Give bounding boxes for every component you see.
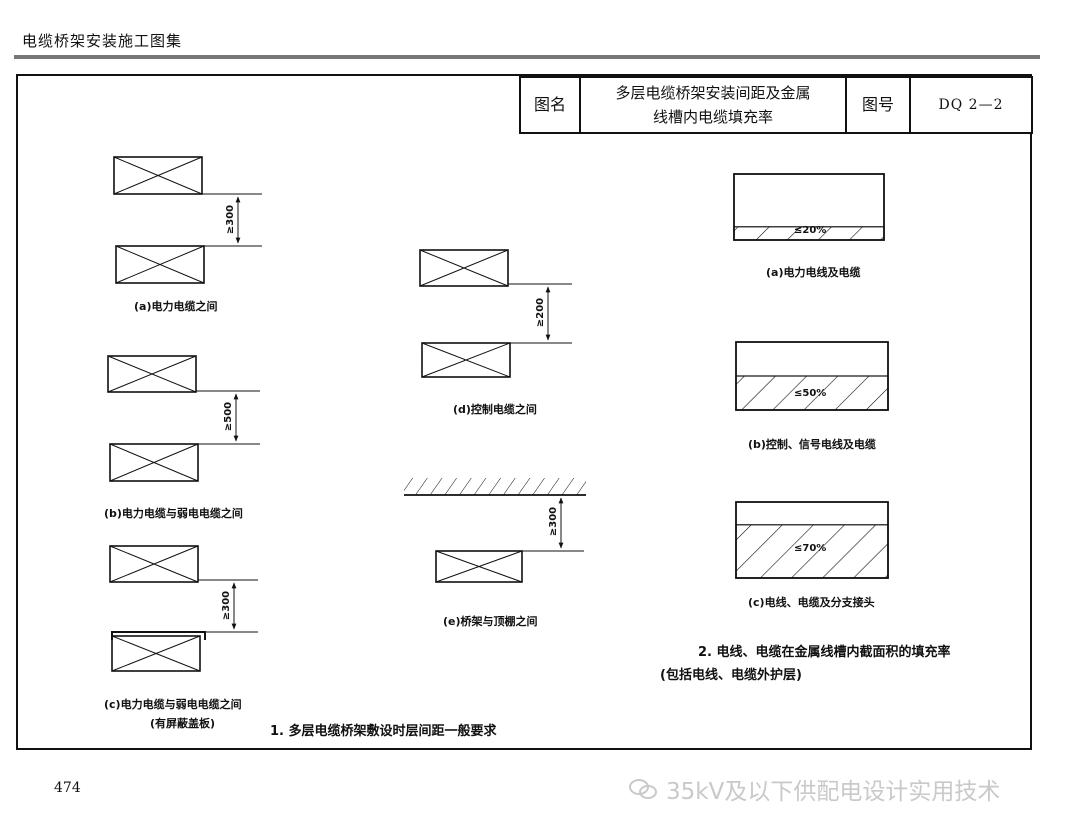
header-rule xyxy=(14,55,1040,59)
section1-heading: 1. 多层电缆桥架敷设时层间距一般要求 xyxy=(270,724,497,739)
fill-level-a xyxy=(733,226,885,241)
fill-level-b xyxy=(735,375,889,411)
caption-b: (b)电力电缆与弱电电缆之间 xyxy=(104,507,243,520)
drawing-name-line1: 多层电缆桥架安装间距及金属 xyxy=(615,84,811,102)
fill-caption-b: (b)控制、信号电线及电缆 xyxy=(748,438,876,451)
wechat-icon xyxy=(629,779,657,799)
drawing-code-label: 图号 xyxy=(847,78,911,132)
dim-c: ≥300 xyxy=(221,590,233,621)
drawing-name-line2: 线槽内电缆填充率 xyxy=(652,108,773,126)
fill-caption-c: (c)电线、电缆及分支接头 xyxy=(748,596,875,609)
diagram-b-spacing xyxy=(107,355,260,482)
diagram-c-spacing xyxy=(109,545,258,672)
dim-e: ≥300 xyxy=(548,506,560,537)
fill-caption-a: (a)电力电线及电缆 xyxy=(766,266,861,279)
title-block: 图名 多层电缆桥架安装间距及金属 线槽内电缆填充率 图号 DQ 2—2 xyxy=(519,76,1033,134)
caption-d: (d)控制电缆之间 xyxy=(453,403,537,416)
fill-percent-b: ≤50% xyxy=(794,388,827,399)
drawing-frame xyxy=(16,74,1032,750)
page-number: 474 xyxy=(54,780,81,796)
fill-level-c xyxy=(735,524,889,579)
caption-e: (e)桥架与顶棚之间 xyxy=(443,615,538,628)
fill-percent-a: ≤20% xyxy=(794,225,827,236)
drawing-code: DQ 2—2 xyxy=(938,97,1004,113)
watermark: 35kV及以下供配电设计实用技术 xyxy=(628,772,1000,806)
fill-diagram-a xyxy=(733,173,885,241)
caption-a: (a)电力电缆之间 xyxy=(134,300,218,313)
fill-diagram-b xyxy=(735,341,889,411)
dim-b: ≥500 xyxy=(223,401,235,432)
diagram-a-spacing xyxy=(113,156,262,284)
section2-subheading: (包括电线、电缆外护层) xyxy=(660,668,802,683)
dim-d: ≥200 xyxy=(535,297,547,328)
drawing-name-label: 图名 xyxy=(521,78,581,132)
diagram-e-spacing xyxy=(404,478,586,583)
section2-heading: 2. 电线、电缆在金属线槽内截面积的填充率 xyxy=(698,645,951,660)
caption-c-note: (有屏蔽盖板) xyxy=(150,717,216,730)
drawing-name: 多层电缆桥架安装间距及金属 线槽内电缆填充率 xyxy=(581,78,847,132)
caption-c: (c)电力电缆与弱电电缆之间 xyxy=(104,698,242,711)
dim-a: ≥300 xyxy=(225,204,237,235)
diagram-d-spacing xyxy=(419,249,572,378)
fill-percent-c: ≤70% xyxy=(794,543,827,554)
book-title: 电缆桥架安装施工图集 xyxy=(22,32,183,50)
fill-diagram-c xyxy=(735,501,889,579)
watermark-text: 35kV及以下供配电设计实用技术 xyxy=(666,779,1001,805)
